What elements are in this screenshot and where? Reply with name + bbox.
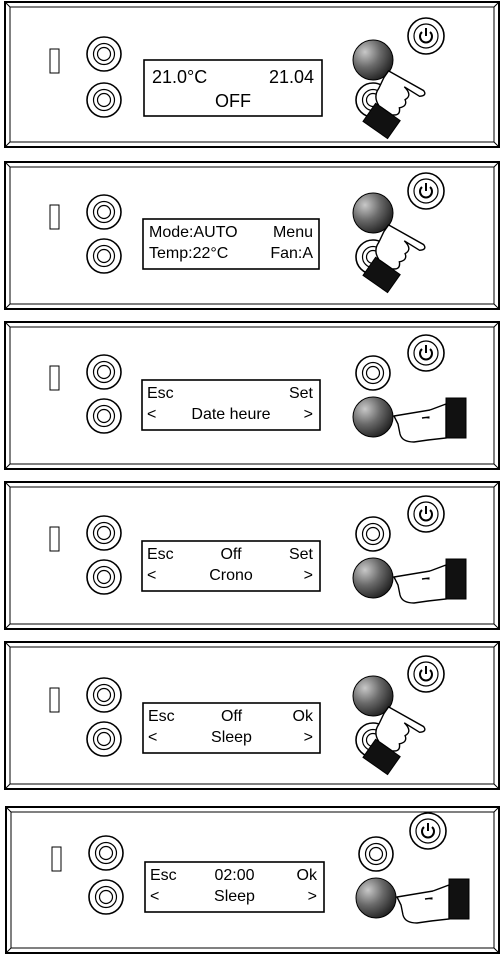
indicator-led xyxy=(49,365,60,391)
power-icon xyxy=(419,31,433,44)
power-button[interactable] xyxy=(407,334,445,372)
lcd-bottom-center: Crono xyxy=(209,567,253,584)
lcd-text: 21.0°C 21.04 OFF xyxy=(144,60,322,116)
panel-2: Mode:AUTO Menu Temp:22°C Fan:A xyxy=(0,160,504,312)
left-lower-knob[interactable] xyxy=(86,398,122,434)
lcd-top-right: Menu xyxy=(272,224,313,241)
left-upper-knob[interactable] xyxy=(86,194,122,230)
indicator-led xyxy=(51,846,62,872)
lcd-text: Esc Off Ok < Sleep > xyxy=(143,703,320,753)
right-upper-knob[interactable] xyxy=(358,836,394,872)
power-button[interactable] xyxy=(407,172,445,210)
hand-icon xyxy=(392,558,467,604)
lcd-top-center: 02:00 xyxy=(214,867,255,884)
lcd-text: Esc Off Set < Crono > xyxy=(142,541,320,591)
power-icon xyxy=(419,186,433,199)
lcd-text: Mode:AUTO Menu Temp:22°C Fan:A xyxy=(143,219,319,269)
lcd-bottom-left: < xyxy=(147,567,157,584)
power-icon xyxy=(419,348,433,361)
lcd-top-center: Off xyxy=(220,708,243,725)
pressed-button[interactable] xyxy=(352,675,394,717)
left-upper-knob[interactable] xyxy=(88,835,124,871)
lcd-top-right: Set xyxy=(288,546,313,563)
lcd-top-center: Off xyxy=(220,546,242,563)
lcd-display xyxy=(143,59,323,117)
lcd-bottom-center: Date heure xyxy=(191,406,271,423)
hand-icon xyxy=(362,223,426,294)
indicator-led xyxy=(49,687,60,713)
lcd-top-right: 21.04 xyxy=(268,67,314,87)
power-icon xyxy=(419,509,433,522)
indicator-led xyxy=(49,526,60,552)
left-lower-knob[interactable] xyxy=(86,721,122,757)
panel-3: Esc Set < Date heure > xyxy=(0,320,504,472)
lcd-top-right: Ok xyxy=(292,708,313,725)
lcd-bottom-left: < xyxy=(147,406,157,423)
lcd-top-left: Esc xyxy=(148,708,175,725)
panel-4: Esc Off Set < Crono > xyxy=(0,480,504,632)
lcd-text: Esc Set < Date heure > xyxy=(142,380,320,430)
lcd-bottom-right: > xyxy=(307,888,317,905)
lcd-display xyxy=(141,540,321,592)
left-upper-knob[interactable] xyxy=(86,354,122,390)
pressed-button[interactable] xyxy=(352,396,394,438)
lcd-bottom-right: > xyxy=(303,406,313,423)
indicator-led xyxy=(49,204,60,230)
pressed-button[interactable] xyxy=(355,877,397,919)
lcd-top-left: Mode:AUTO xyxy=(149,224,238,241)
lcd-bottom-center: Sleep xyxy=(211,729,252,746)
lcd-top-left: Esc xyxy=(147,546,174,563)
right-upper-knob[interactable] xyxy=(355,516,391,552)
power-icon xyxy=(421,826,435,839)
lcd-bottom-center: Sleep xyxy=(214,888,255,905)
right-upper-knob[interactable] xyxy=(355,355,391,391)
hand-icon xyxy=(392,397,467,443)
hand-icon xyxy=(362,69,426,140)
hand-icon xyxy=(362,705,426,776)
power-button[interactable] xyxy=(409,812,447,850)
lcd-display xyxy=(141,379,321,431)
panel-6: Esc 02:00 Ok < Sleep > xyxy=(0,805,504,957)
lcd-bottom-right: Fan:A xyxy=(270,245,313,262)
panel-1: 21.0°C 21.04 OFF xyxy=(0,0,504,150)
lcd-bottom-right: > xyxy=(303,729,313,746)
left-upper-knob[interactable] xyxy=(86,677,122,713)
lcd-display xyxy=(142,218,320,270)
lcd-bottom-left: < xyxy=(148,729,158,746)
left-lower-knob[interactable] xyxy=(88,879,124,915)
lcd-top-left: 21.0°C xyxy=(152,67,208,87)
power-button[interactable] xyxy=(407,17,445,55)
left-lower-knob[interactable] xyxy=(86,238,122,274)
power-button[interactable] xyxy=(407,655,445,693)
lcd-text: Esc 02:00 Ok < Sleep > xyxy=(145,862,324,912)
left-upper-knob[interactable] xyxy=(86,515,122,551)
pressed-button[interactable] xyxy=(352,39,394,81)
lcd-bottom-center: OFF xyxy=(215,91,251,111)
power-icon xyxy=(419,669,433,682)
lcd-top-right: Set xyxy=(288,385,313,402)
lcd-top-left: Esc xyxy=(147,385,174,402)
lcd-top-right: Ok xyxy=(296,867,317,884)
lcd-bottom-right: > xyxy=(303,567,313,584)
panel-5: Esc Off Ok < Sleep > xyxy=(0,640,504,792)
indicator-led xyxy=(49,48,60,74)
hand-icon xyxy=(395,878,470,924)
lcd-top-left: Esc xyxy=(150,867,177,884)
pressed-button[interactable] xyxy=(352,557,394,599)
lcd-bottom-left: < xyxy=(150,888,160,905)
left-upper-knob[interactable] xyxy=(86,36,122,72)
power-button[interactable] xyxy=(407,495,445,533)
pressed-button[interactable] xyxy=(352,192,394,234)
lcd-display xyxy=(144,861,325,913)
left-lower-knob[interactable] xyxy=(86,559,122,595)
lcd-bottom-left: Temp:22°C xyxy=(149,245,229,262)
lcd-display xyxy=(142,702,321,754)
left-lower-knob[interactable] xyxy=(86,82,122,118)
